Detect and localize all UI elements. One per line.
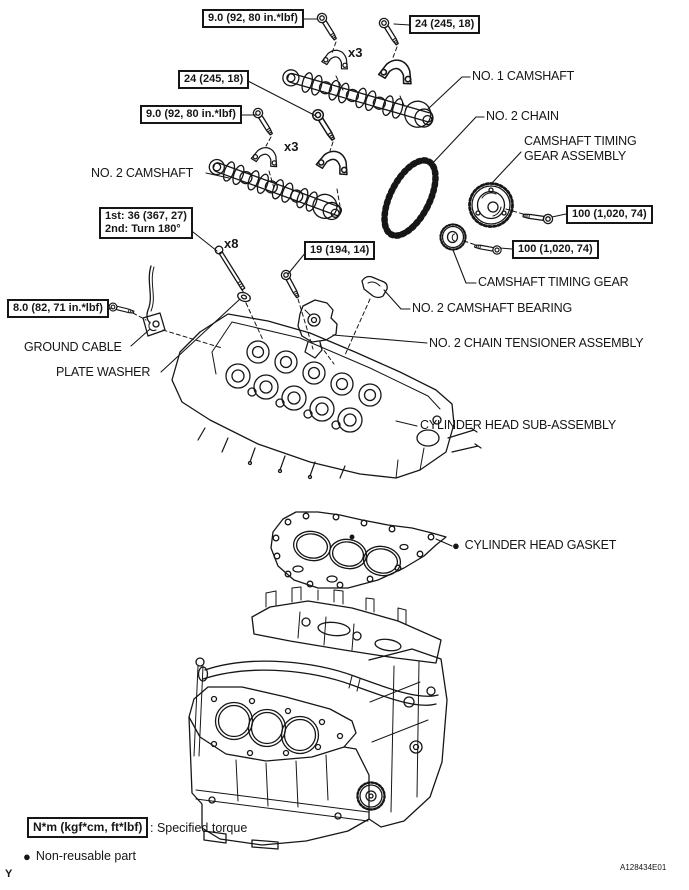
torque-box-100nm-1: 100 (1,020, 74): [566, 205, 653, 224]
cylinder-head-drawing: [171, 313, 482, 480]
label-cylinder-head: CYLINDER HEAD SUB-ASSEMBLY: [420, 418, 617, 432]
figure-code: A128434E01: [620, 863, 667, 872]
label-head-gasket: ● CYLINDER HEAD GASKET: [452, 538, 616, 553]
legend-torque-caption: : Specified torque: [150, 821, 248, 835]
torque-step-1: 1st: 36 (367, 27): [105, 210, 187, 222]
bolt-100nm-1: [521, 210, 554, 225]
multiplier-x8: x8: [224, 236, 239, 251]
engine-block-drawing: [188, 586, 448, 850]
torque-box-24nm-left: 24 (245, 18): [178, 70, 250, 89]
chain-tensioner-drawing: [297, 299, 338, 359]
bolt-24nm-2: [309, 106, 339, 143]
multiplier-x3-left: x3: [284, 139, 299, 154]
torque-box-head-bolts: 1st: 36 (367, 27) 2nd: Turn 180°: [99, 207, 193, 239]
label-no1-camshaft: NO. 1 CAMSHAFT: [472, 69, 575, 83]
label-no2-chain: NO. 2 CHAIN: [486, 109, 559, 123]
bolt-19nm: [279, 268, 303, 300]
bolt-100nm-2: [473, 241, 503, 256]
bolt-9nm-2: [251, 106, 276, 138]
timing-gear-drawing: [439, 223, 467, 251]
timing-gear-assembly-drawing: [468, 182, 514, 228]
bolt-ground-cable: [107, 301, 136, 317]
camshaft-1-drawing: [282, 69, 434, 128]
non-reusable-legend-bullet-icon: ●: [23, 849, 31, 864]
plate-washer-drawing: [237, 291, 251, 303]
label-no2-camshaft: NO. 2 CAMSHAFT: [91, 166, 194, 180]
non-reusable-bullet-icon: ●: [452, 538, 460, 553]
label-plate-washer: PLATE WASHER: [56, 365, 151, 379]
torque-step-2: 2nd: Turn 180°: [105, 223, 181, 235]
label-timing-gear-assembly-line2: GEAR ASSEMBLY: [524, 149, 627, 163]
camshaft-bearing-drawing: [361, 275, 388, 299]
multiplier-x3-top: x3: [348, 45, 363, 60]
label-camshaft-timing-gear: CAMSHAFT TIMING GEAR: [478, 275, 629, 289]
leader-lines: [105, 18, 567, 547]
camshaft-2-drawing: [208, 158, 343, 221]
bolt-24nm-1: [377, 16, 402, 48]
legend-torque-unit-box: N*m (kgf*cm, ft*lbf): [27, 817, 149, 838]
torque-box-19nm: 19 (194, 14): [304, 241, 376, 260]
torque-box-8nm: 8.0 (82, 71 in.*lbf): [7, 299, 109, 318]
torque-box-24nm-top: 24 (245, 18): [409, 15, 481, 34]
torque-box-100nm-2: 100 (1,020, 74): [512, 240, 599, 259]
timing-chain-drawing: [381, 157, 439, 239]
head-gasket-drawing: [270, 511, 447, 589]
page-mark: Y: [5, 868, 13, 880]
label-no2-camshaft-bearing: NO. 2 CAMSHAFT BEARING: [412, 301, 572, 315]
stud-bolt-drawing: [214, 245, 246, 291]
ground-cable-drawing: [142, 265, 166, 337]
label-head-gasket-text: CYLINDER HEAD GASKET: [464, 538, 617, 552]
torque-box-9nm-left: 9.0 (92, 80 in.*lbf): [140, 105, 242, 124]
torque-box-9nm-top: 9.0 (92, 80 in.*lbf): [202, 9, 304, 28]
label-chain-tensioner: NO. 2 CHAIN TENSIONER ASSEMBLY: [429, 336, 644, 350]
label-timing-gear-assembly-line1: CAMSHAFT TIMING: [524, 134, 637, 148]
legend-non-reusable: ● Non-reusable part: [23, 849, 136, 864]
bolt-9nm-1: [315, 11, 340, 43]
legend-non-reusable-text: Non-reusable part: [35, 849, 136, 863]
label-ground-cable: GROUND CABLE: [24, 340, 122, 354]
camshaft-cap-bolts: [107, 11, 554, 317]
label-timing-gear-assembly: CAMSHAFT TIMING GEAR ASSEMBLY: [524, 134, 637, 164]
